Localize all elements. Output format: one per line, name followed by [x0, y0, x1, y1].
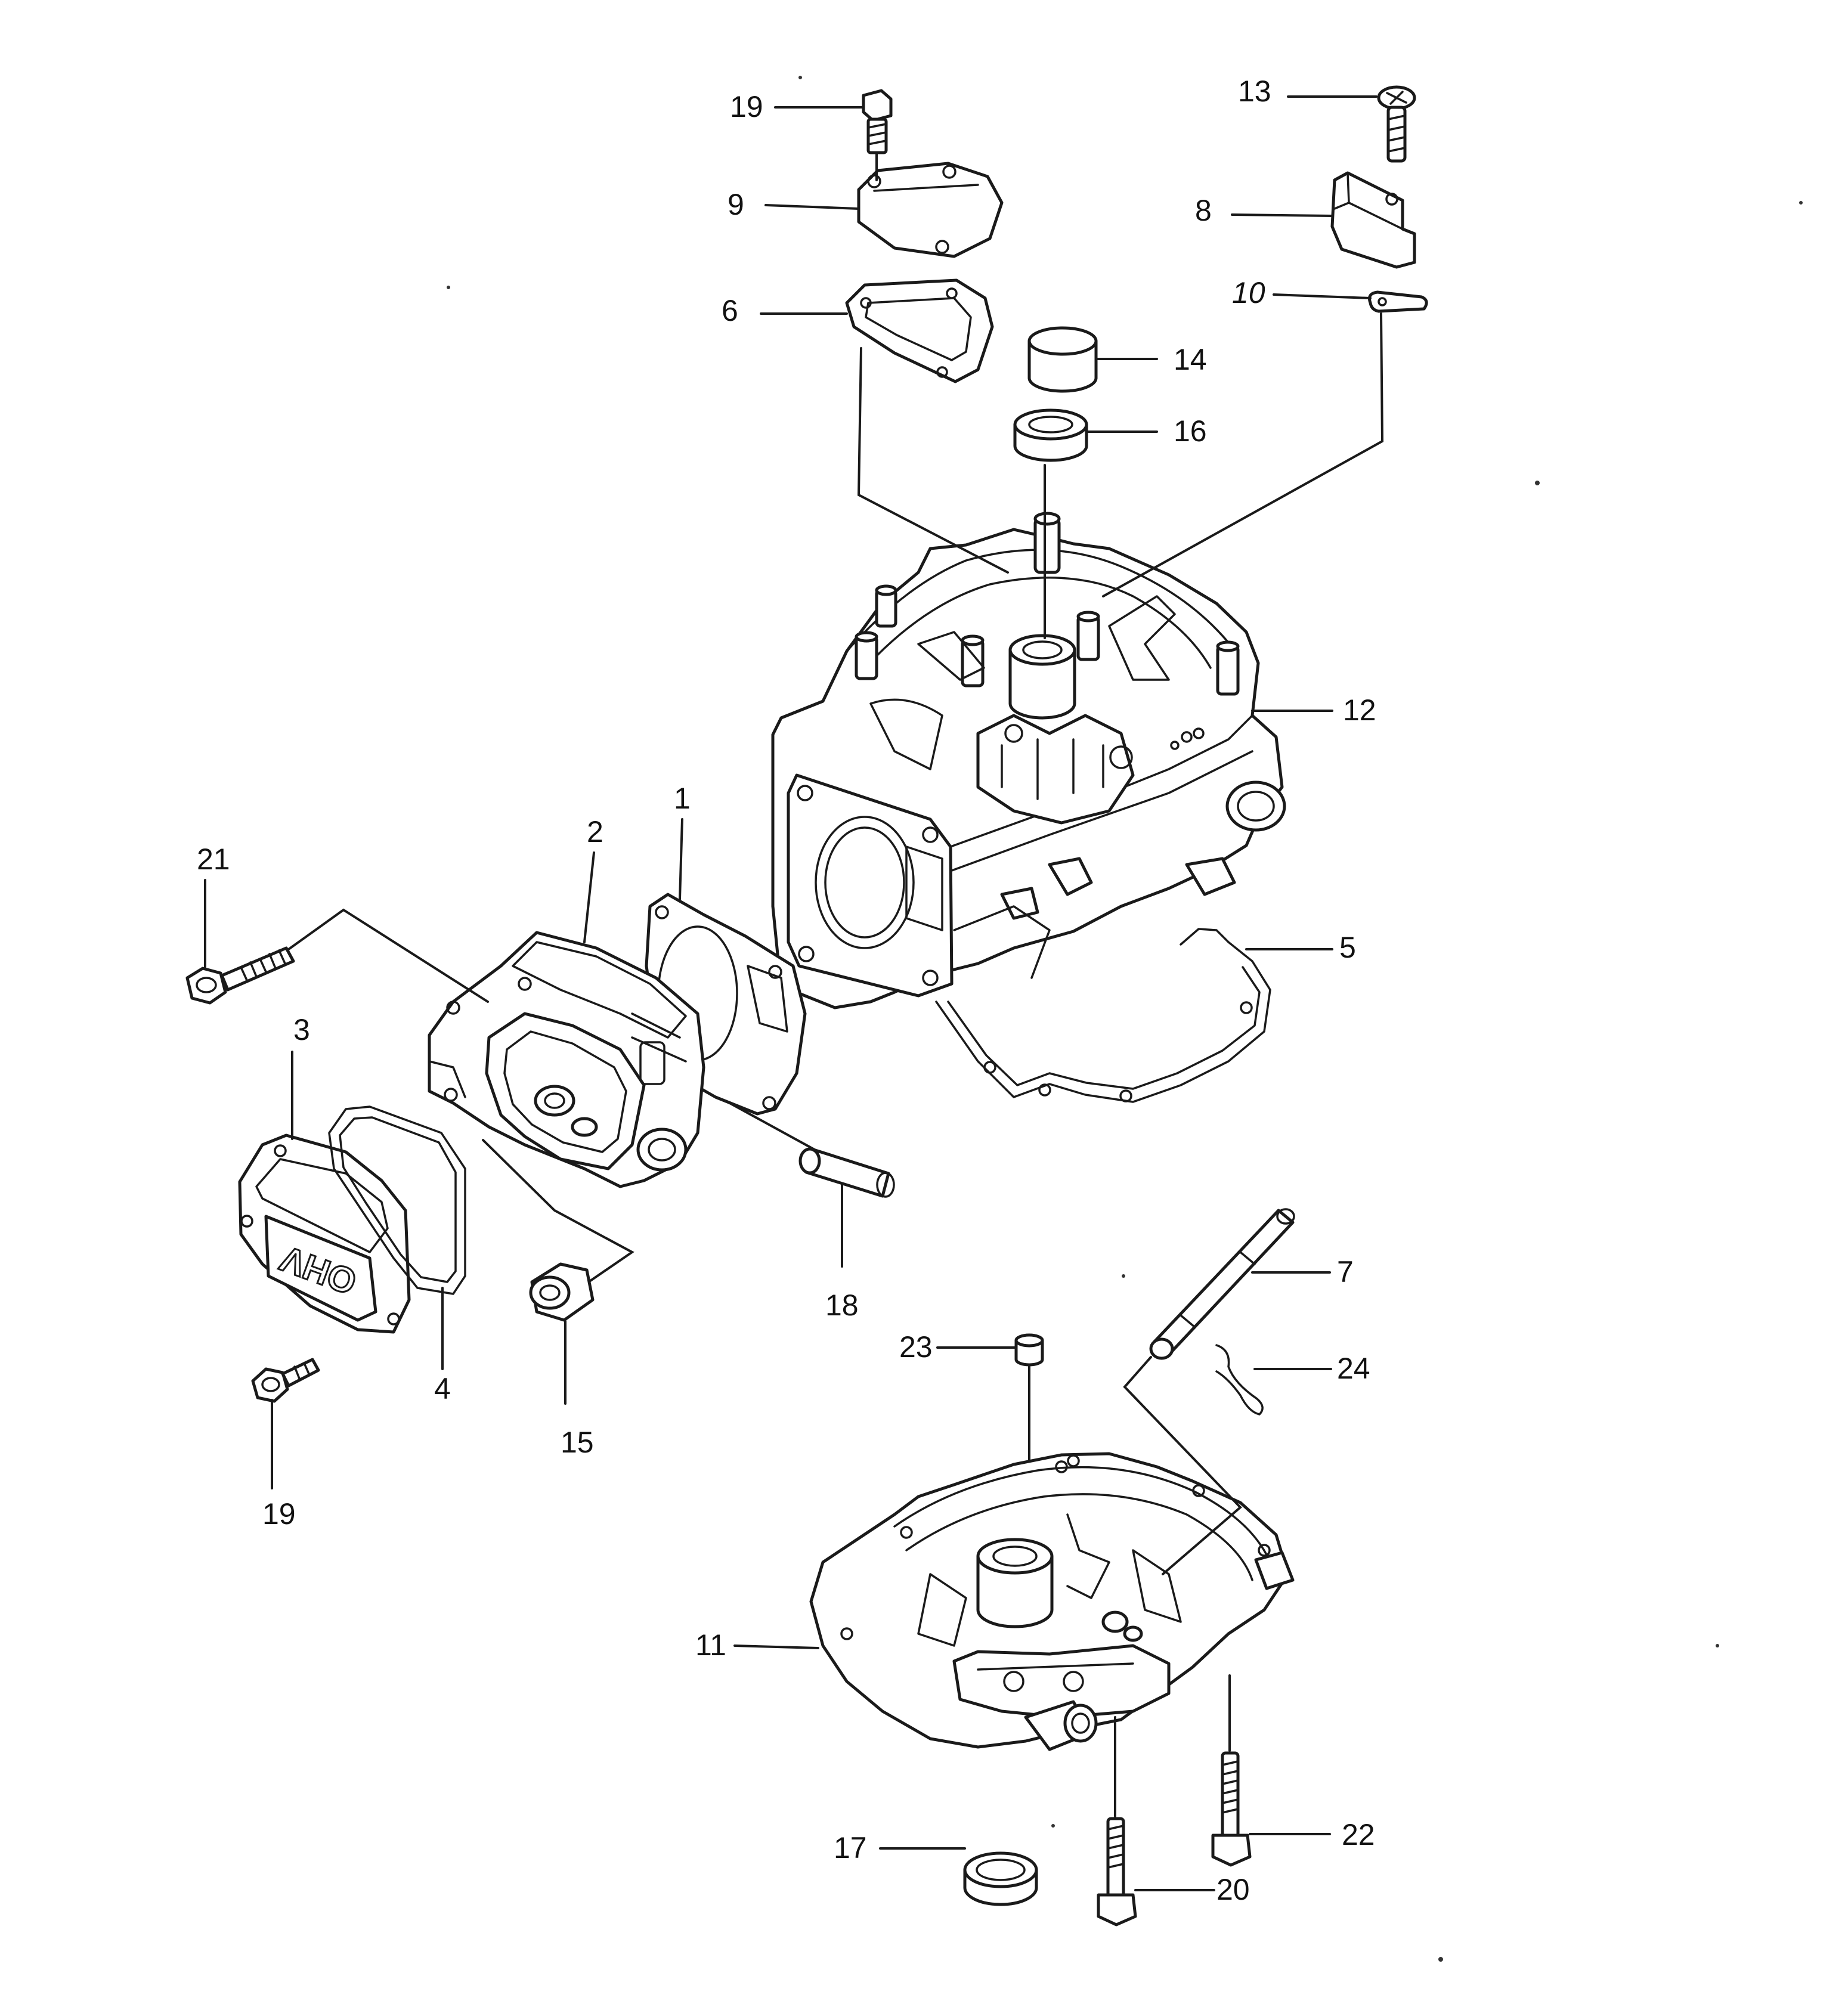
part-7-shaft — [1149, 1208, 1295, 1360]
part-14-bushing — [1027, 326, 1098, 393]
callout-5: 5 — [1339, 931, 1356, 964]
callout-6: 6 — [722, 294, 738, 327]
callout-13: 13 — [1238, 75, 1271, 108]
callout-8: 8 — [1195, 194, 1212, 227]
part-5-crankcase-gasket — [935, 928, 1271, 1103]
part-20-bolt — [1097, 1817, 1137, 1927]
part-3-valve-cover: OHV — [238, 1133, 411, 1334]
callout-17: 17 — [834, 1831, 867, 1865]
callout-2: 2 — [587, 815, 603, 848]
callout-18: 18 — [825, 1289, 859, 1322]
part-10-key — [1368, 290, 1428, 313]
scan-specks — [447, 76, 1803, 1962]
callout-10: 10 — [1232, 276, 1265, 309]
part-6-gasket — [845, 278, 994, 383]
part-18-dowel-pin — [798, 1147, 895, 1198]
callout-24: 24 — [1337, 1352, 1370, 1385]
part-2-cylinder-head — [428, 931, 705, 1188]
callout-22: 22 — [1342, 1818, 1375, 1851]
part-19-bolt-lower — [251, 1358, 320, 1403]
part-9-cover-plate — [857, 162, 1004, 258]
callout-11: 11 — [695, 1628, 726, 1662]
callout-20: 20 — [1216, 1873, 1250, 1906]
part-11-oil-pan — [809, 1452, 1295, 1751]
part-17-seal-ring — [963, 1851, 1038, 1906]
callout-19-top: 19 — [730, 90, 763, 123]
callout-21: 21 — [197, 843, 230, 876]
callout-23: 23 — [899, 1330, 933, 1364]
leader-lines — [204, 95, 1384, 1891]
part-22-bolt — [1211, 1751, 1252, 1867]
part-12-crankcase — [771, 512, 1286, 1009]
callout-15: 15 — [561, 1426, 594, 1459]
part-23-dowel — [1014, 1333, 1044, 1367]
part-24-clip — [1215, 1344, 1264, 1416]
part-15-bushing — [529, 1262, 595, 1322]
part-4-valve-cover-gasket — [328, 1105, 466, 1295]
callout-3: 3 — [293, 1013, 310, 1046]
callout-1: 1 — [674, 782, 691, 815]
callout-9: 9 — [728, 188, 744, 221]
part-19-bolt-top — [862, 89, 893, 154]
callout-19-lower: 19 — [262, 1497, 296, 1531]
callout-12: 12 — [1343, 693, 1376, 727]
callout-4: 4 — [434, 1372, 451, 1405]
callout-7: 7 — [1337, 1255, 1354, 1289]
callout-16: 16 — [1174, 414, 1207, 448]
part-21-head-bolt — [185, 946, 295, 1005]
callout-14: 14 — [1174, 343, 1207, 376]
callout-labels: 19 9 6 13 8 10 14 16 12 5 1 2 21 3 4 15 … — [197, 75, 1376, 1906]
part-13-screw — [1377, 85, 1416, 163]
part-16-seal — [1013, 408, 1088, 462]
part-8-bracket — [1330, 171, 1416, 269]
